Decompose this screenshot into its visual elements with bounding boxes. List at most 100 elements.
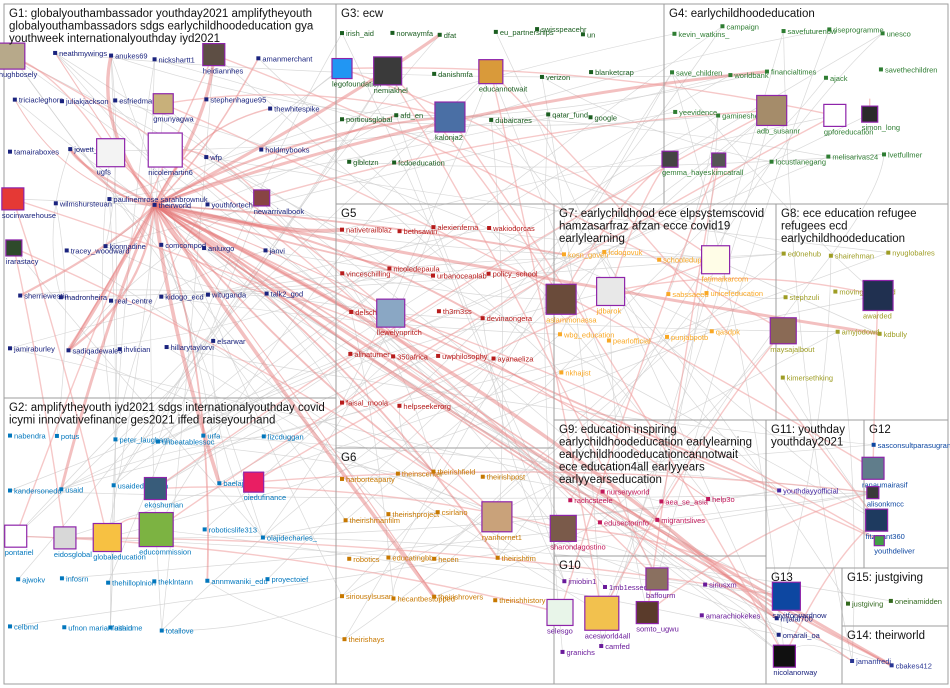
node-porticusglobal[interactable]: porticusglobal [340, 115, 393, 124]
node-ufnon-marianfaithinme[interactable]: ufnon marianfaithinme [62, 623, 142, 632]
node-uwphilosophy[interactable]: uwphilosophy [436, 352, 488, 361]
node-aea-se-asia[interactable]: aea_se_asia [659, 497, 709, 506]
node-norwaymfa[interactable]: norwaymfa [390, 29, 434, 38]
node-adb-susannr[interactable]: adb_susannr [756, 94, 801, 135]
node-theirishhistory[interactable]: theirishhistory [493, 596, 546, 605]
node-ekoshuman[interactable]: ekoshuman [143, 476, 183, 510]
node-baelajamil[interactable]: baelajamil [217, 479, 257, 488]
node-nicoledepaula[interactable]: nicoledepaula [387, 264, 441, 273]
node-aslammonassa[interactable]: aslammonassa [545, 283, 597, 324]
node-kevin-watkins-[interactable]: kevin_watkins_ [672, 30, 730, 39]
node-siriousylsusan[interactable]: siriousylsusan [340, 592, 393, 601]
node-gemma-hayes[interactable]: gemma_hayes [661, 150, 711, 177]
node-qasdpk[interactable]: qasdpk [709, 327, 740, 336]
node-glblctzn[interactable]: glblctzn [347, 158, 379, 167]
node-riseprogramme[interactable]: riseprogramme [827, 25, 884, 34]
node-cbakes412[interactable]: cbakes412 [889, 661, 932, 670]
node-sabssaeed[interactable]: sabssaeed [666, 290, 709, 299]
node-afd-en[interactable]: afd_en [394, 111, 423, 120]
node-theirishfield[interactable]: theirishfield [431, 468, 475, 477]
node-educannotwait[interactable]: educannotwait [478, 59, 528, 94]
node-mjalal700[interactable]: mjalal700 [774, 614, 813, 623]
node-theirishmanfilm[interactable]: theirishmanfilm [343, 516, 400, 525]
node-jamanfredi[interactable]: jamanfredi [850, 657, 891, 666]
node-theirishproject[interactable]: theirishproject [386, 510, 440, 519]
node-csirlano[interactable]: csirlano [435, 508, 468, 517]
node-oneinamidden[interactable]: oneinamidden [888, 597, 942, 606]
node-educatingbb[interactable]: educatingbb [386, 554, 433, 563]
node-proyectoief[interactable]: proyectoief [265, 575, 309, 584]
node-kandersonedu[interactable]: kandersonedu [8, 487, 62, 496]
node-urfa[interactable]: urfa [201, 432, 221, 441]
node-roboticslife313[interactable]: roboticslife313 [202, 525, 257, 534]
node-youthdayyofficial[interactable]: youthdayyofficial [777, 486, 839, 495]
node-un[interactable]: un [580, 30, 595, 39]
node-educommission[interactable]: educommission [138, 511, 191, 557]
node-fatimaikarcom[interactable]: fatimaikarcom [701, 245, 749, 284]
node-fitzgrant360[interactable]: fitzgrant360 [865, 508, 905, 541]
node-gamineshenif1[interactable]: gamineshenif1 [716, 112, 771, 121]
node-sayitforwardnow[interactable]: sayitforwardnow [771, 581, 827, 620]
node-faisal-moola[interactable]: faisal_moola [340, 399, 389, 408]
node-madronheira[interactable]: madronheira [58, 293, 108, 302]
node-nickshartt1[interactable]: nickshartt1 [152, 55, 195, 64]
node-locustlanegang[interactable]: locustlanegang [769, 158, 826, 167]
node-sharondagostino[interactable]: sharondagostino [549, 514, 606, 551]
node-worldbank[interactable]: worldbank [728, 71, 769, 80]
node-neathmywings[interactable]: neathmywings [53, 49, 107, 58]
node-fcdoeducation[interactable]: fcdoeducation [392, 159, 445, 168]
node-theirishtim[interactable]: theirishtim [495, 554, 536, 563]
node-olajidecharles-[interactable]: olajidecharles_ [260, 534, 318, 543]
node-theirishays[interactable]: theirishays [342, 635, 385, 644]
node-totallove[interactable]: totallove [159, 627, 194, 636]
node-nativetrailblaz[interactable]: nativetrailblaz [340, 226, 392, 235]
node-help3o[interactable]: help3o [706, 495, 735, 504]
node-llewelynpritch[interactable]: llewelynpritch [376, 298, 422, 337]
node-heidiannhes[interactable]: heidiannhes [202, 43, 244, 76]
node-alinaturner[interactable]: alinaturner [348, 350, 390, 359]
node-robotics[interactable]: robotics [347, 555, 380, 564]
node-wilmshursteuan[interactable]: wilmshursteuan [53, 199, 112, 208]
node-justgiving[interactable]: justgiving [846, 600, 883, 609]
node-usaid[interactable]: usaid [59, 485, 83, 494]
node-melisarivas24[interactable]: melisarivas24 [826, 153, 878, 162]
node-paulinemrose-sarahbrownuk[interactable]: paulinemrose sarahbrownuk [107, 195, 208, 204]
node-migrantslives[interactable]: migrantslives [655, 516, 705, 525]
node-google[interactable]: google [588, 113, 618, 122]
node-dubaicares[interactable]: dubaicares [489, 116, 532, 125]
node-lizcduggan[interactable]: lizcduggan [261, 432, 304, 441]
node-eu-partnerships[interactable]: eu_partnerships [493, 28, 554, 37]
node-verizon[interactable]: verizon [539, 73, 570, 82]
node-elsarwar[interactable]: elsarwar [211, 337, 246, 346]
node-fcdogovuk[interactable]: fcdogovuk [602, 248, 643, 257]
node-theirishpost[interactable]: theirishpost [480, 473, 526, 482]
node-financialtimes[interactable]: financialtimes [764, 68, 817, 77]
node-jamiraburley[interactable]: jamiraburley [8, 344, 55, 353]
node-kimcatrall[interactable]: kimcatrall [711, 152, 744, 177]
node-ugfs[interactable]: ugfs [96, 138, 126, 177]
node-thehilloplnion[interactable]: thehilloplnion [106, 579, 156, 588]
node-annmwaniki-edu[interactable]: annmwaniki_edu [205, 577, 268, 586]
node-unbeatablessoc[interactable]: unbeatablessoc [155, 438, 215, 447]
node-simon-long[interactable]: simon_long [861, 105, 900, 132]
node-tamairaboxes[interactable]: tamairaboxes [8, 148, 59, 157]
node-tracey-woodward[interactable]: tracey_woodward [64, 246, 130, 255]
node-ed0nehub[interactable]: ed0nehub [781, 250, 821, 259]
node-nurseryworld[interactable]: nurseryworld [600, 488, 650, 497]
node-triciacleghorn[interactable]: triciacleghorn [12, 96, 64, 105]
node-awarded[interactable]: awarded [862, 279, 894, 320]
node-save-children[interactable]: save_children [670, 68, 722, 77]
node-theklntann[interactable]: theklntann [152, 577, 193, 586]
node-sasconsultparasugrant8[interactable]: sasconsultparasugrant8 [871, 441, 950, 450]
node-celbmd[interactable]: celbmd [8, 622, 38, 631]
node-hughbosely[interactable]: hughbosely [0, 42, 37, 79]
node-lvetfullmer[interactable]: lvetfullmer [882, 150, 923, 159]
node-newarrivalbook[interactable]: newarrivalbook [253, 189, 305, 216]
node-nabendra[interactable]: nabendra [8, 432, 47, 441]
node-qatar-fund[interactable]: qatar_fund [546, 110, 588, 119]
node-comcompod[interactable]: comcompod [159, 241, 206, 250]
node-gpforeducation[interactable]: gpforeducation [823, 103, 874, 136]
node-danishmfa[interactable]: danishmfa [432, 70, 474, 79]
node-ryanhornet1[interactable]: ryanhornet1 [481, 501, 522, 542]
node-usaideducation[interactable]: usaideducation [111, 481, 168, 490]
